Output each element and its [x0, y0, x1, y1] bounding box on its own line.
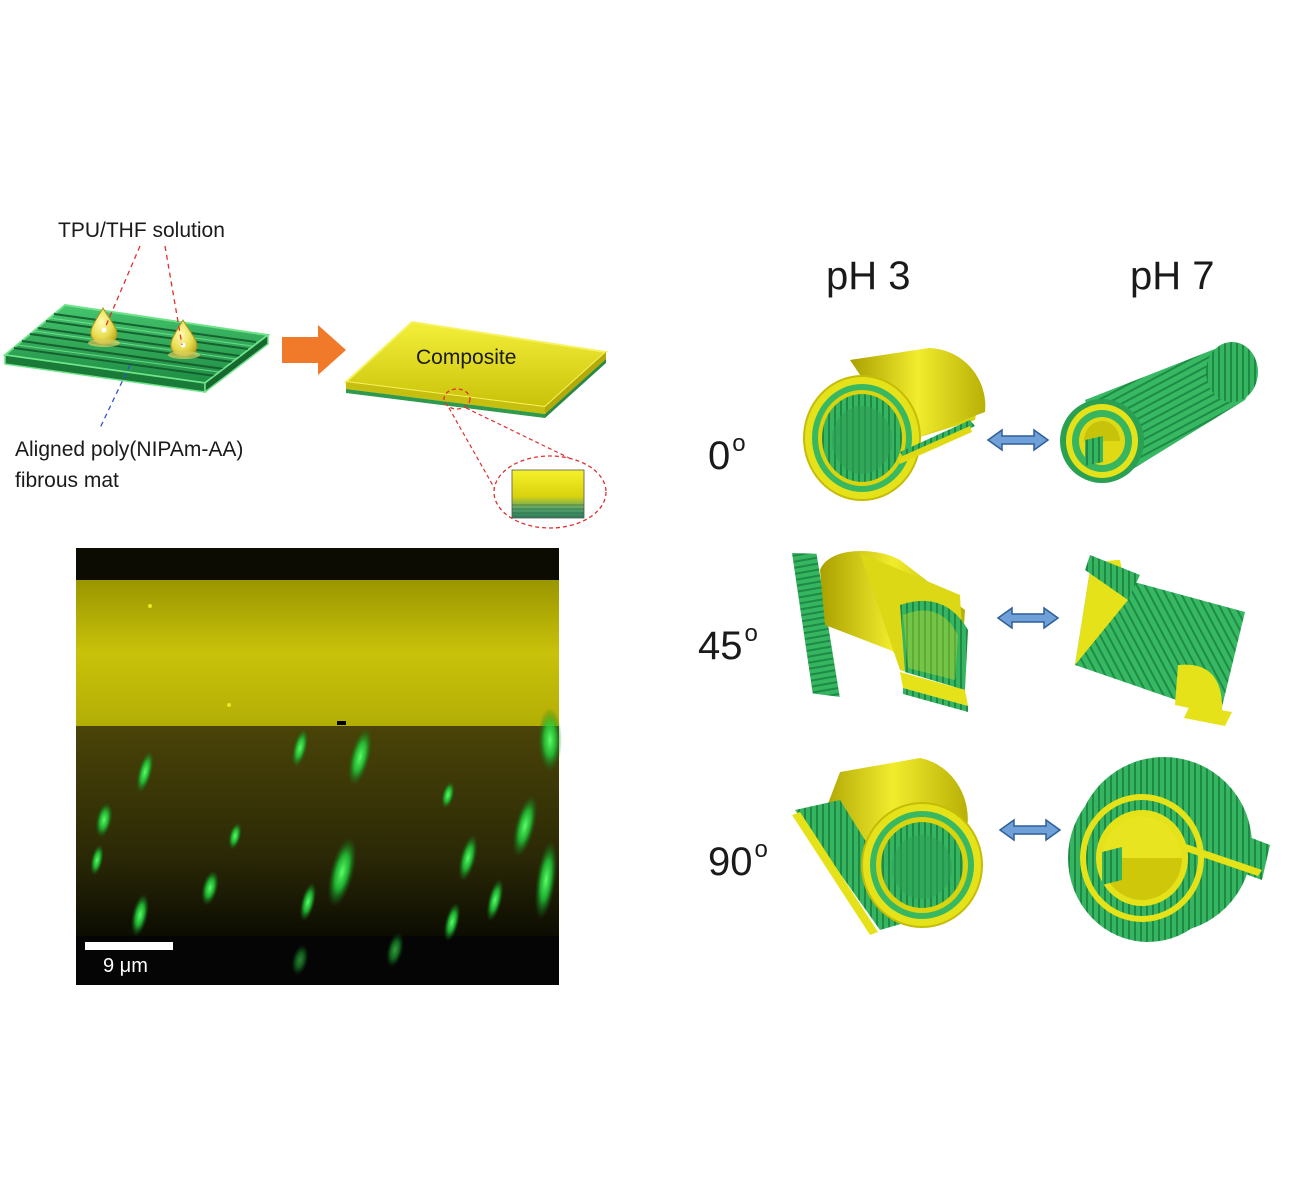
- tube-0deg-ph3: [803, 348, 986, 501]
- scale-bar: [85, 942, 173, 950]
- leader-lines: [99, 245, 183, 429]
- tube-90deg-ph3: [792, 758, 983, 935]
- scale-bar-label: 9 μm: [103, 955, 148, 977]
- mat-label-line1: Aligned poly(NIPAm-AA): [15, 438, 244, 461]
- process-arrow: [282, 325, 346, 375]
- fiber-streaks: [90, 708, 562, 976]
- tube-45deg-ph3: [792, 550, 968, 712]
- double-arrow-row1: [986, 428, 1050, 452]
- double-arrow-row2: [996, 606, 1060, 630]
- column-header-ph7: pH 7: [1130, 254, 1215, 298]
- fibrous-mat: [2, 303, 271, 394]
- solution-label: TPU/THF solution: [58, 219, 225, 242]
- composite-slab: [343, 320, 609, 418]
- composite-label: Composite: [416, 346, 517, 369]
- confocal-micrograph: [76, 548, 562, 985]
- tube-0deg-ph7: [1060, 342, 1258, 483]
- row-label-45deg: 45o: [698, 620, 758, 668]
- column-header-ph3: pH 3: [826, 254, 911, 298]
- row-label-0deg: 0o: [708, 430, 746, 478]
- cross-section-zoom: [443, 388, 607, 529]
- solution-drops: [88, 306, 200, 359]
- mat-label-line2: fibrous mat: [15, 469, 119, 492]
- row-label-90deg: 90o: [708, 836, 768, 884]
- tube-45deg-ph7: [1075, 555, 1245, 726]
- double-arrow-row3: [998, 818, 1062, 842]
- reversible-arrows: [986, 428, 1062, 842]
- tube-90deg-ph7: [1068, 757, 1270, 942]
